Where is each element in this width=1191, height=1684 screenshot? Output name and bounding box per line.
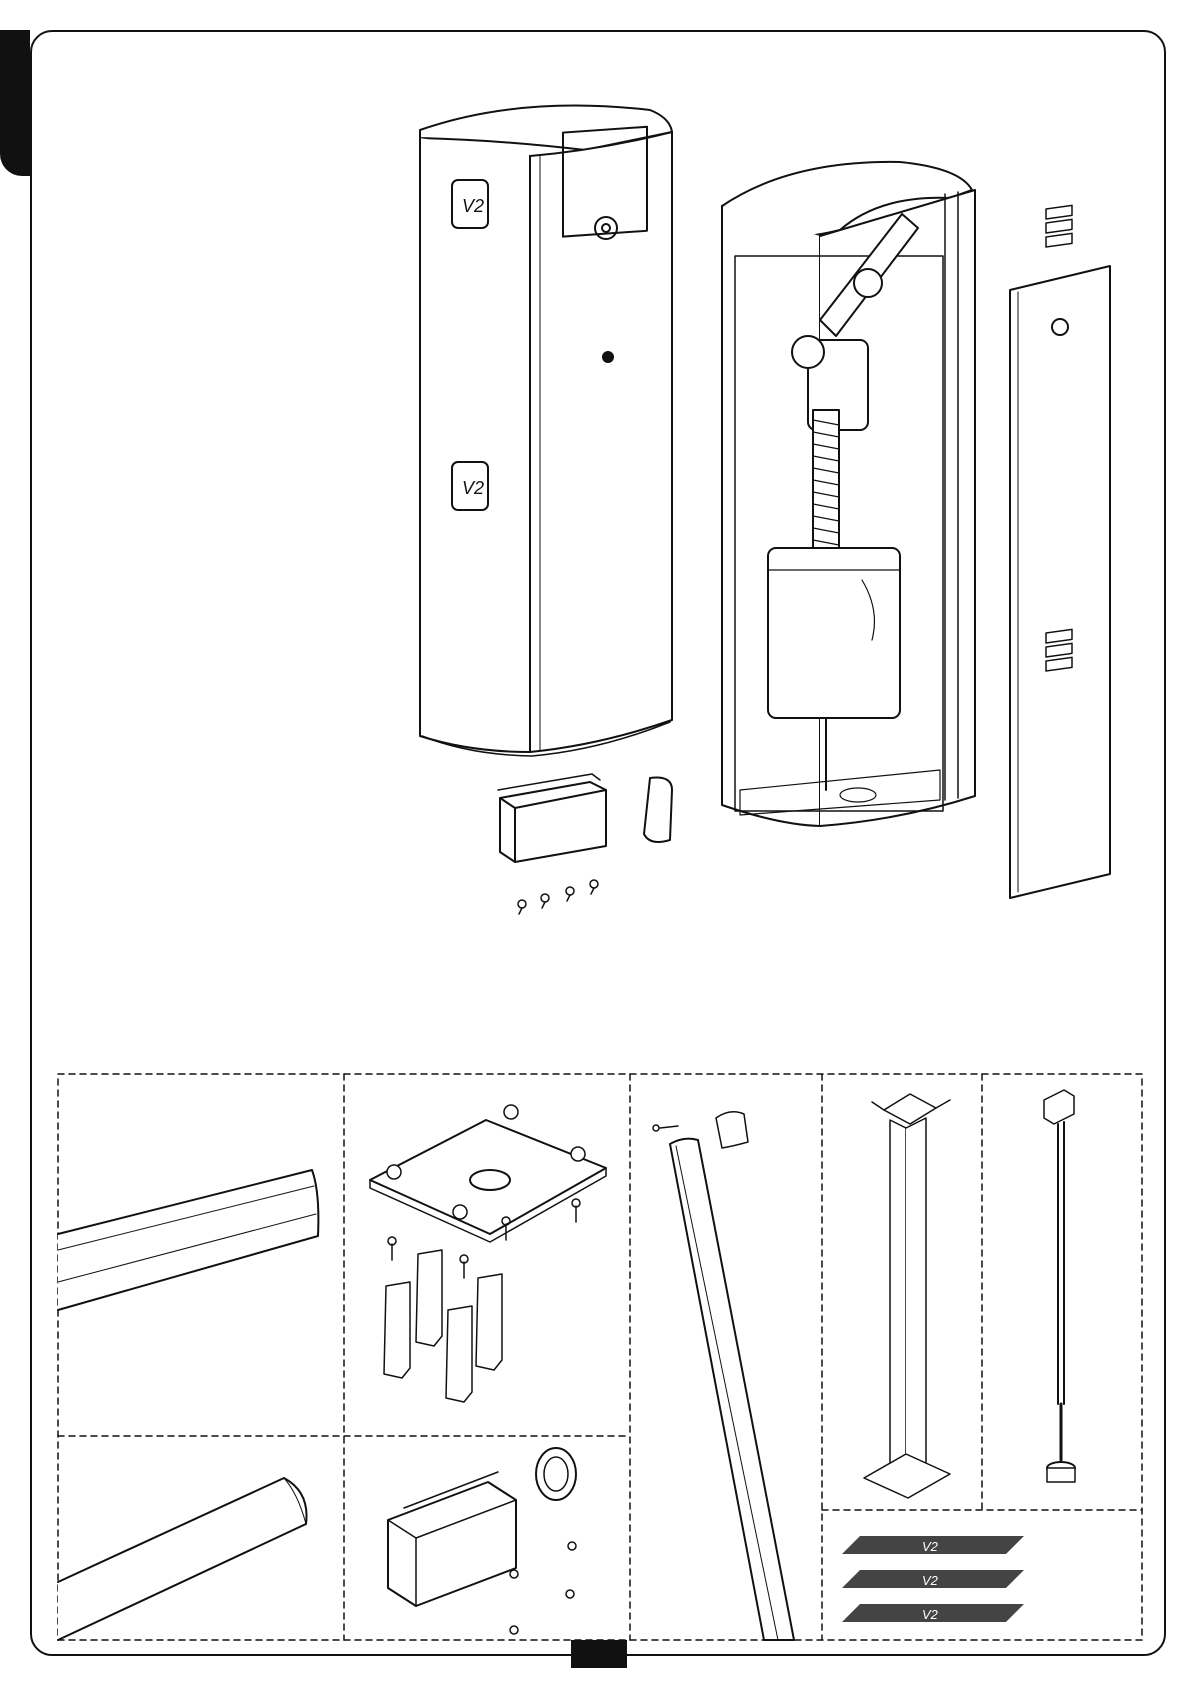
seal-gasket [644, 778, 672, 843]
inner-mechanism [722, 162, 975, 826]
junction-box [498, 774, 606, 862]
accessory-grid: V2 V2 V2 [58, 1074, 1142, 1640]
round-boom-alt [58, 1478, 307, 1640]
boom-profile [58, 1170, 318, 1310]
pendulum-support [1044, 1090, 1075, 1482]
sticker-label: V2 [922, 1573, 939, 1588]
front-panel [1010, 205, 1110, 898]
outer-housing: V2 V2 [420, 106, 672, 757]
svg-text:V2: V2 [462, 196, 484, 216]
reflective-stickers: V2 V2 V2 [842, 1536, 1024, 1622]
round-boom-with-cap [653, 1112, 794, 1640]
svg-text:V2: V2 [462, 478, 484, 498]
exploded-view: V2 V2 [0, 0, 1191, 1000]
sticker-label: V2 [922, 1539, 939, 1554]
key-lock-icon [603, 352, 613, 362]
screws [518, 880, 598, 914]
control-unit [768, 548, 900, 718]
page-number-tab [571, 1640, 627, 1668]
sticker-label: V2 [922, 1607, 939, 1622]
boom-joint-kit [388, 1448, 576, 1634]
foundation-plate-kit [370, 1105, 606, 1402]
support-post [864, 1094, 950, 1498]
